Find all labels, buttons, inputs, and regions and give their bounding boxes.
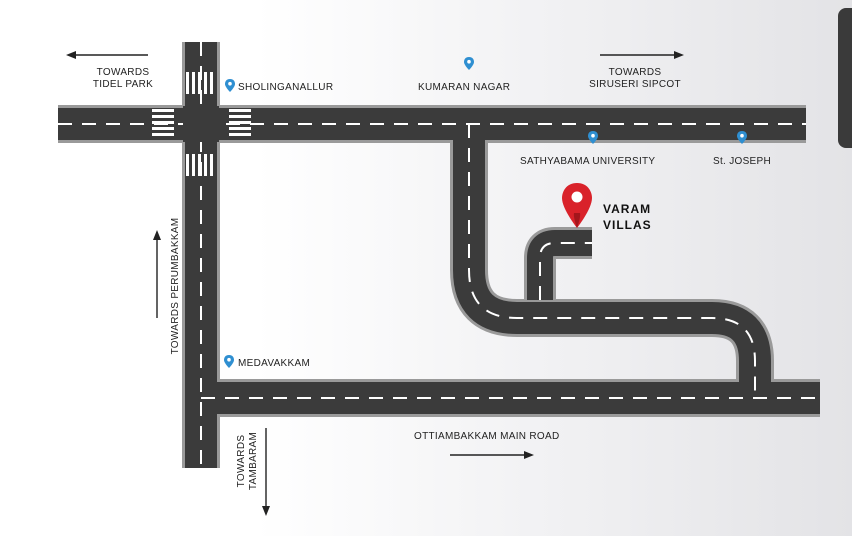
arrow-east-road-icon [450, 451, 534, 459]
place-st-joseph: St. JOSEPH [713, 156, 772, 167]
label-line: TOWARDS [96, 67, 150, 78]
zebra-crossings [152, 72, 251, 176]
arrow-north-icon [153, 230, 161, 318]
place-kumaran-nagar: KUMARAN NAGAR [418, 82, 511, 93]
map-pin-icon [464, 57, 474, 70]
arrow-south-icon [262, 428, 270, 516]
villa-access-road [527, 230, 592, 300]
destination-line: VILLAS [603, 218, 652, 232]
label-line: TIDEL PARK [92, 79, 154, 90]
location-pin-icon [562, 183, 592, 228]
label-towards-perumbakkam: TOWARDS PERUMBAKKAM [170, 217, 181, 355]
place-sathyabama-university: SATHYABAMA UNIVERSITY [520, 156, 656, 167]
label-line: TAMBARAM [248, 431, 259, 491]
label-towards-tambaram: TOWARDS TAMBARAM [236, 426, 260, 496]
label-line: TOWARDS [608, 67, 662, 78]
arrow-east-icon [600, 51, 684, 59]
map-pin-icon [225, 79, 235, 92]
arrow-west-icon [66, 51, 148, 59]
label-towards-siruseri-sipcot: TOWARDS SIRUSERI SIPCOT [575, 67, 695, 91]
label-line: SIRUSERI SIPCOT [589, 79, 681, 90]
destination-label: VARAM VILLAS [603, 201, 652, 233]
side-panel-tab [838, 8, 852, 148]
lane-markings [58, 42, 820, 468]
place-medavakkam: MEDAVAKKAM [238, 358, 311, 369]
label-line: TOWARDS [236, 434, 247, 488]
map-pin-icon [224, 355, 234, 368]
label-towards-tidel-park: TOWARDS TIDEL PARK [78, 67, 168, 91]
label-ottiambakkam-main-road: OTTIAMBAKKAM MAIN ROAD [414, 431, 560, 442]
place-sholinganallur: SHOLINGANALLUR [238, 82, 334, 93]
destination-line: VARAM [603, 202, 652, 216]
intersection [183, 106, 219, 142]
